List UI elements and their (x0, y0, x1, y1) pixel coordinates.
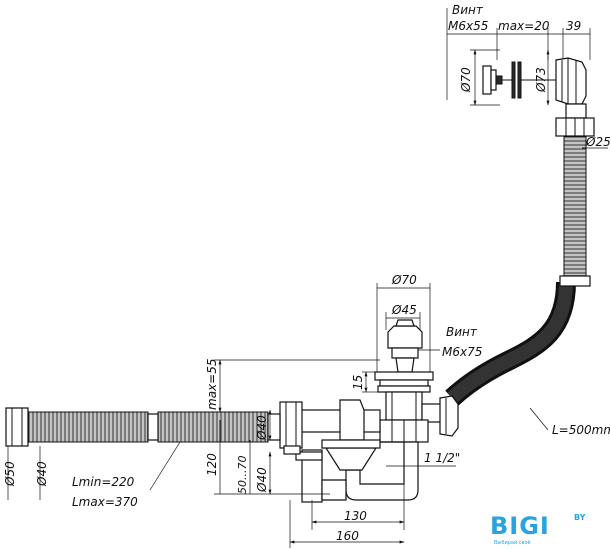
label-lmin: Lmin=220 (72, 475, 135, 489)
overflow-hose (445, 275, 591, 431)
label-d120: 120 (205, 453, 219, 476)
label-max20: max=20 (498, 19, 550, 33)
labels: Винт M6x55 max=20 39 Ø70 Ø73 Ø25 Ø70 Ø45… (3, 3, 610, 543)
siphon-body (279, 399, 419, 503)
label-d15: 15 (351, 375, 365, 390)
label-d50-70: 50...70 (236, 456, 249, 494)
label-d73: Ø73 (534, 67, 548, 93)
brand-logo: BIGI (490, 512, 550, 540)
label-screw-mid: Винт (446, 325, 478, 339)
flexible-drain-pipe (5, 407, 281, 491)
label-lmax: Lmax=370 (72, 495, 138, 509)
label-screw-top: Винт (452, 3, 484, 17)
overflow-assembly (446, 8, 608, 277)
label-thread: 1 1/2" (424, 451, 460, 465)
label-d40-lower: Ø40 (255, 467, 269, 493)
brand-logo-suffix: BY (574, 513, 586, 522)
label-hose-length: L=500mm (552, 423, 610, 437)
label-max55: max=55 (205, 359, 219, 410)
label-d70-mid: Ø70 (391, 273, 417, 287)
brand-tagline: Выбирай своё (494, 540, 531, 546)
label-d40-left: Ø40 (35, 461, 49, 487)
dimensions (7, 359, 456, 548)
label-screw-mid-size: M6x75 (442, 345, 482, 359)
label-d45: Ø45 (391, 303, 417, 317)
label-screw-top-size: M6x55 (448, 19, 488, 33)
label-d39: 39 (566, 19, 581, 33)
label-d160: 160 (336, 529, 359, 543)
label-d40-upper: Ø40 (255, 415, 269, 441)
label-d50: Ø50 (3, 461, 17, 487)
bath-drain (362, 283, 459, 443)
label-d70-left: Ø70 (459, 67, 473, 93)
label-d130: 130 (344, 509, 367, 523)
label-d25: Ø25 (585, 135, 610, 149)
